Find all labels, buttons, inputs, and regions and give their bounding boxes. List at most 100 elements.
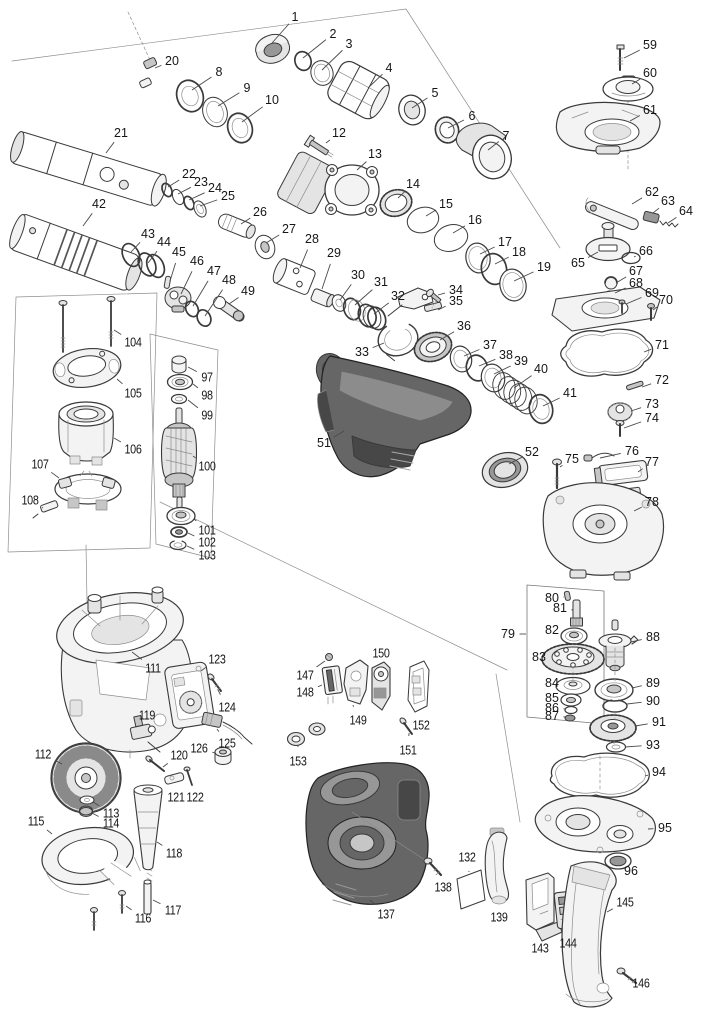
part-label-117: 117 (164, 902, 182, 918)
leader-line-94 (644, 774, 649, 777)
part-137-art (305, 762, 430, 906)
leader-line-73 (630, 407, 642, 412)
leader-line-12 (325, 139, 331, 144)
leader-line-149 (352, 704, 354, 707)
part-label-45: 45 (172, 244, 186, 259)
leader-line-118 (156, 841, 163, 846)
leader-line-117 (152, 899, 161, 905)
leader-line-61 (629, 115, 641, 122)
part-12-art (303, 134, 334, 158)
part-label-31: 31 (374, 274, 388, 289)
part-label-64: 64 (679, 203, 693, 218)
part-label-104: 104 (124, 334, 142, 350)
leader-line-102 (187, 532, 195, 537)
part-80-art (563, 590, 571, 601)
part-19-art (499, 268, 527, 302)
leader-line-91 (634, 723, 648, 727)
part-label-152: 152 (412, 717, 430, 733)
part-label-94: 94 (652, 764, 666, 779)
part-label-36: 36 (457, 318, 471, 333)
part-36-art (413, 331, 453, 363)
part-86-art (564, 705, 578, 715)
part-119-art (129, 715, 161, 753)
part-88-art (598, 619, 639, 672)
part-label-84: 84 (545, 675, 559, 690)
part-63-art (642, 210, 660, 224)
part-label-82: 82 (545, 622, 559, 637)
leader-line-39 (493, 365, 511, 375)
part-66-art (621, 251, 641, 265)
part-label-95: 95 (658, 820, 672, 835)
part-label-40: 40 (534, 361, 548, 376)
part-label-34: 34 (449, 282, 463, 297)
leader-line-90 (626, 701, 642, 705)
part-label-112: 112 (34, 746, 52, 762)
part-97-art (171, 355, 187, 374)
part-label-59: 59 (643, 37, 657, 52)
part-61-art (555, 101, 661, 155)
part-label-16: 16 (468, 212, 482, 227)
part-label-48: 48 (222, 272, 236, 287)
part-label-102: 102 (198, 534, 216, 550)
leader-line-52 (508, 456, 523, 465)
part-126-art (214, 746, 232, 765)
part-95-art (534, 795, 656, 854)
part-104-art (58, 296, 116, 353)
leader-line-22 (167, 179, 180, 188)
part-116-art (90, 890, 126, 931)
leader-line-68 (614, 287, 626, 294)
leader-line-111 (131, 651, 143, 660)
part-100-art (160, 407, 198, 512)
part-59-art (616, 44, 625, 71)
part-label-38: 38 (499, 347, 513, 362)
part-label-52: 52 (525, 444, 539, 459)
part-label-138: 138 (434, 879, 452, 895)
part-label-137: 137 (377, 906, 395, 922)
leader-line-100 (192, 455, 196, 459)
leader-line-44 (147, 250, 158, 264)
part-label-106: 106 (124, 441, 142, 457)
part-67-art (604, 276, 618, 290)
part-label-27: 27 (282, 221, 296, 236)
part-118-art (133, 784, 163, 871)
part-label-74: 74 (645, 410, 659, 425)
part-22-art (161, 182, 173, 198)
leader-line-88 (630, 639, 642, 643)
part-label-13: 13 (368, 146, 382, 161)
part-label-51: 51 (317, 435, 331, 450)
part-98-art (166, 373, 194, 391)
part-96-art (604, 852, 632, 870)
leader-line-66 (633, 255, 636, 258)
leader-line-3 (321, 49, 343, 71)
part-label-12: 12 (332, 125, 346, 140)
leader-line-41 (542, 397, 560, 407)
part-101-art (166, 506, 196, 526)
leader-line-104 (113, 329, 122, 335)
part-label-70: 70 (659, 292, 673, 307)
leader-line-60 (631, 78, 641, 85)
part-label-79: 79 (501, 626, 515, 641)
leader-line-114 (91, 812, 99, 817)
part-label-49: 49 (241, 283, 255, 298)
part-47-art (184, 300, 200, 318)
part-74-art (615, 420, 625, 437)
part-label-88: 88 (646, 629, 660, 644)
part-label-89: 89 (646, 675, 660, 690)
part-label-3: 3 (345, 36, 353, 51)
part-48-art (196, 308, 212, 328)
part-33-art (377, 321, 419, 362)
part-label-97: 97 (201, 369, 213, 385)
part-label-119: 119 (138, 707, 156, 723)
leader-line-5 (411, 97, 428, 109)
part-146-art (616, 967, 638, 985)
part-69-70-art (551, 286, 661, 332)
part-132-art (456, 869, 486, 910)
part-label-144: 144 (559, 935, 577, 951)
leader-line-38 (478, 358, 496, 367)
part-44-art (137, 252, 166, 279)
part-label-35: 35 (449, 293, 463, 308)
part-label-132: 132 (458, 849, 476, 865)
leader-line-6 (447, 119, 465, 129)
leader-line-33 (372, 342, 385, 349)
